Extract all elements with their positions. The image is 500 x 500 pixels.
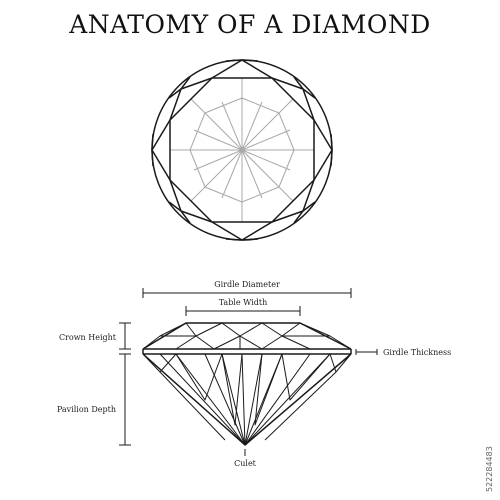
outline-facet-lines <box>151 59 333 241</box>
pavilion-outline <box>142 353 352 446</box>
inner-facet-lines <box>170 78 314 222</box>
label-table-width: Table Width <box>219 298 268 307</box>
label-culet: Culet <box>234 459 257 468</box>
label-girdle-diameter: Girdle Diameter <box>214 280 280 289</box>
label-pavilion-depth: Pavilion Depth <box>57 405 116 414</box>
stock-id: 522284483 <box>485 446 494 492</box>
diamond-top-view <box>151 59 333 241</box>
diagram-title: ANATOMY OF A DIAMOND <box>69 10 431 39</box>
label-crown-height: Crown Height <box>59 333 117 342</box>
dimension-lines <box>119 288 378 456</box>
label-girdle-thickness: Girdle Thickness <box>383 348 451 357</box>
diamond-side-view: Girdle Diameter Table Width Crown Height… <box>57 280 451 468</box>
